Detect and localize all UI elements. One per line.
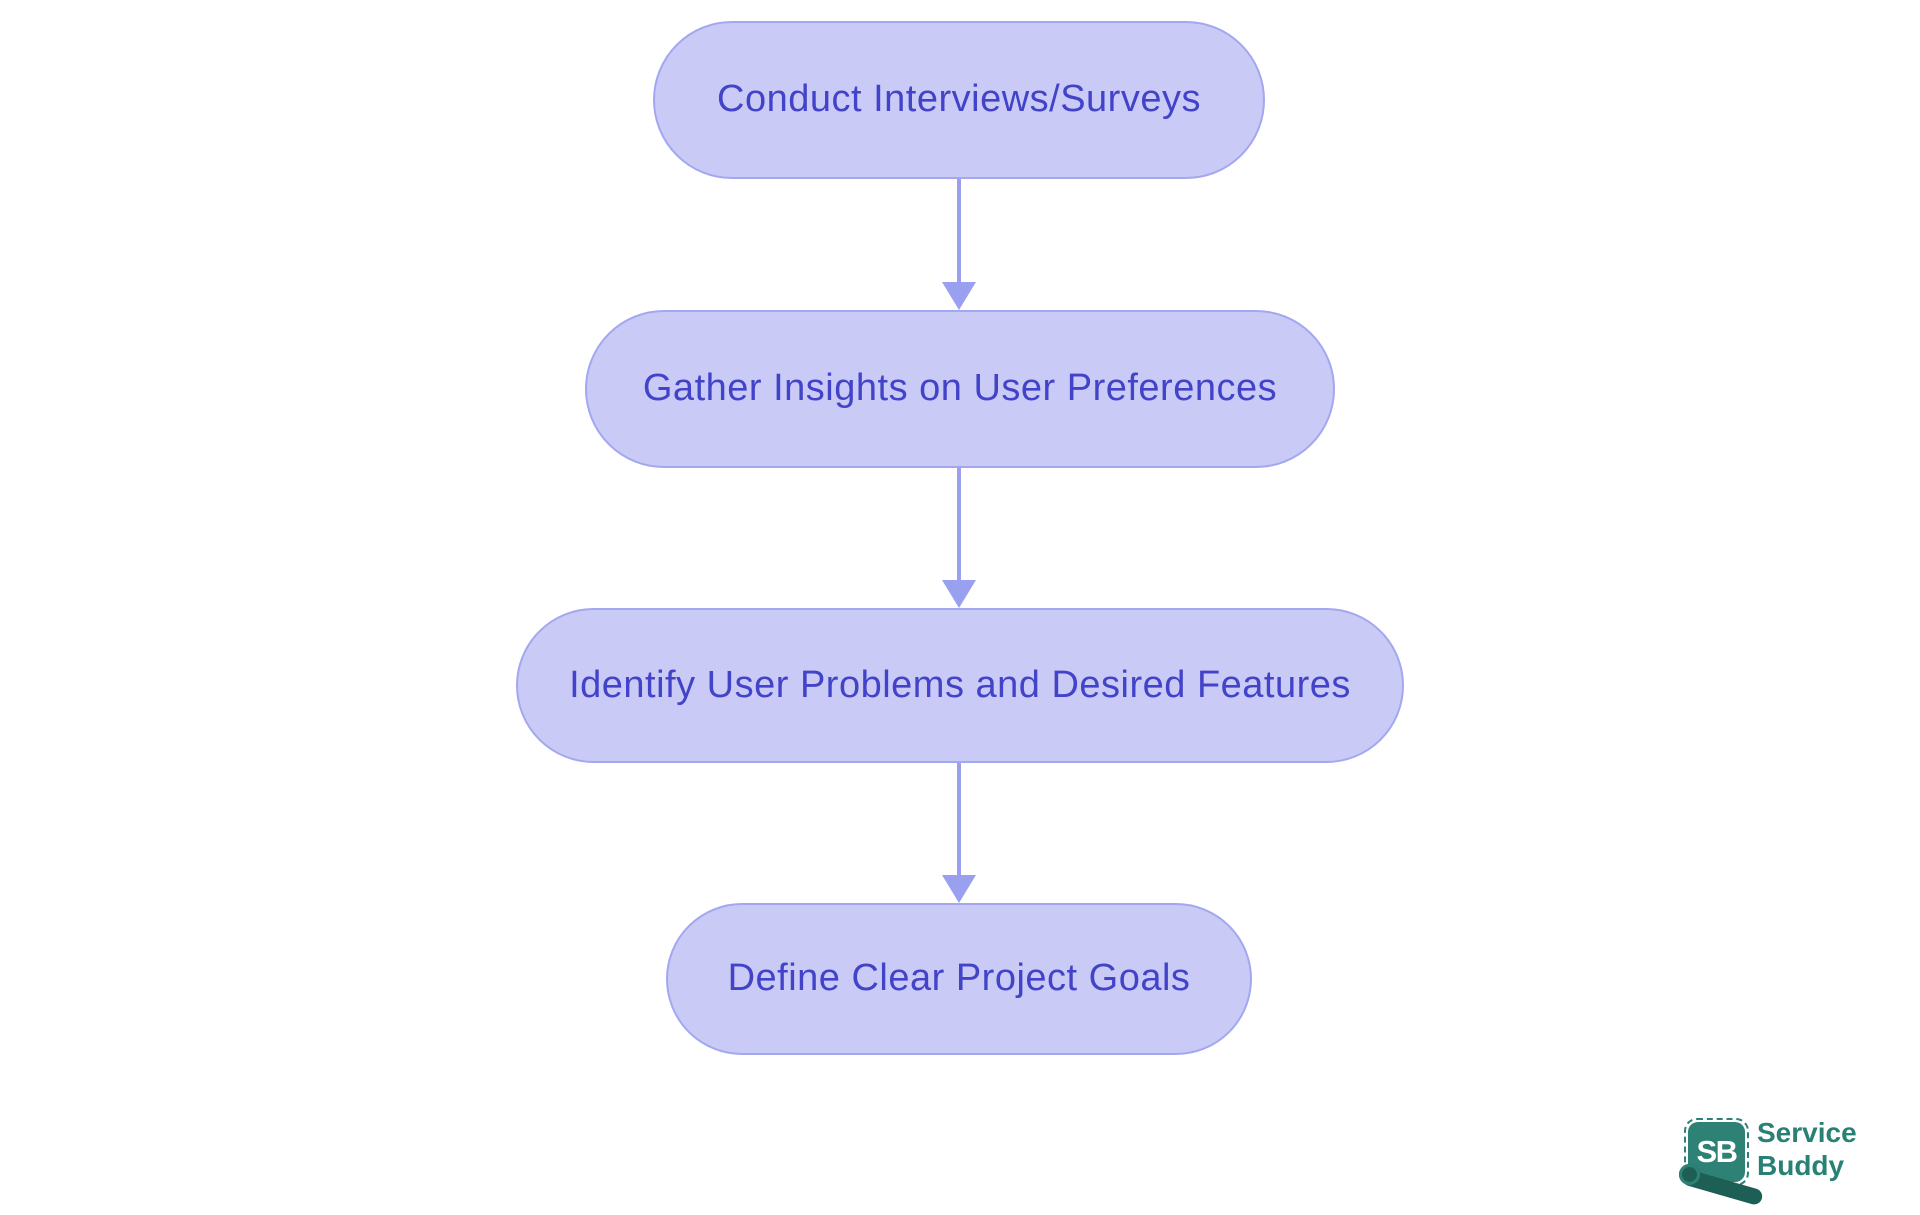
arrow-head-icon — [942, 580, 976, 608]
scroll-roll-icon — [1679, 1164, 1700, 1185]
logo-wordmark: Service Buddy — [1757, 1116, 1857, 1182]
arrow-shaft — [957, 179, 961, 282]
flow-node-label: Gather Insights on User Preferences — [642, 367, 1278, 410]
flow-arrow-3 — [942, 763, 976, 903]
flow-node-label: Identify User Problems and Desired Featu… — [569, 663, 1351, 706]
service-buddy-logo: SB Service Buddy — [1679, 1110, 1893, 1207]
flow-arrow-1 — [942, 179, 976, 310]
arrow-head-icon — [942, 875, 976, 903]
flow-node-conduct-interviews: Conduct Interviews/Surveys — [653, 21, 1265, 179]
flow-node-label: Conduct Interviews/Surveys — [717, 78, 1201, 121]
flow-node-label: Define Clear Project Goals — [727, 957, 1191, 1000]
arrow-shaft — [957, 468, 961, 580]
arrow-head-icon — [942, 282, 976, 310]
logo-wordmark-line2: Buddy — [1757, 1150, 1845, 1181]
flow-arrow-2 — [942, 468, 976, 608]
logo-wordmark-line1: Service — [1757, 1117, 1857, 1148]
arrow-shaft — [957, 763, 961, 875]
sb-monogram: SB — [1696, 1134, 1738, 1169]
flow-node-identify-problems: Identify User Problems and Desired Featu… — [516, 608, 1404, 763]
flow-node-gather-insights: Gather Insights on User Preferences — [585, 310, 1335, 468]
flow-node-define-goals: Define Clear Project Goals — [666, 903, 1252, 1055]
